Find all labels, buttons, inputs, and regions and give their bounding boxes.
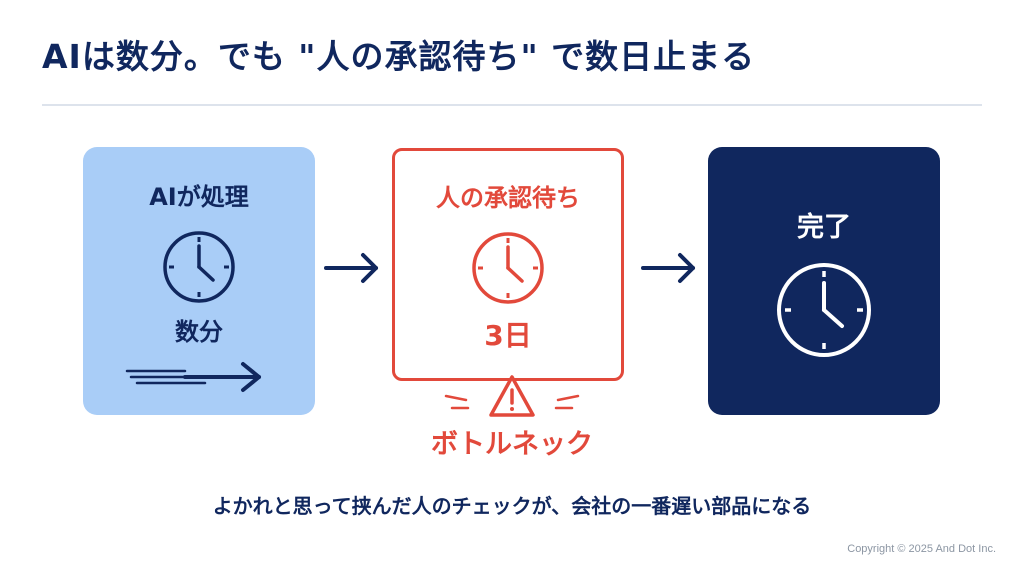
clock-icon: [777, 263, 871, 357]
step-done-card: 完了: [708, 147, 940, 415]
clock-icon: [163, 231, 235, 303]
caption: よかれと思って挟んだ人のチェックが、会社の一番遅い部品になる: [212, 494, 812, 518]
step-wait-card: 人の承認待ち 3日: [392, 148, 624, 381]
bottleneck-label: ボトルネック: [431, 429, 593, 460]
step-ai-heading: AIが処理: [149, 183, 249, 211]
arrow-right-icon: [324, 253, 378, 283]
arrow-right-icon: [641, 253, 695, 283]
clock-icon: [472, 232, 544, 304]
page-title: AIは数分。でも "人の承認待ち" で数日止まる: [42, 37, 756, 76]
step-wait-heading: 人の承認待ち: [436, 184, 580, 212]
step-done-heading: 完了: [797, 212, 851, 243]
copyright: Copyright © 2025 And Dot Inc.: [847, 543, 996, 555]
step-ai-card: AIが処理 数分: [83, 147, 315, 415]
speed-arrow-icon: [125, 362, 261, 392]
warning-icon: [444, 375, 580, 417]
title-divider: [42, 104, 982, 106]
step-ai-duration: 数分: [175, 318, 223, 346]
step-wait-duration: 3日: [484, 319, 532, 352]
